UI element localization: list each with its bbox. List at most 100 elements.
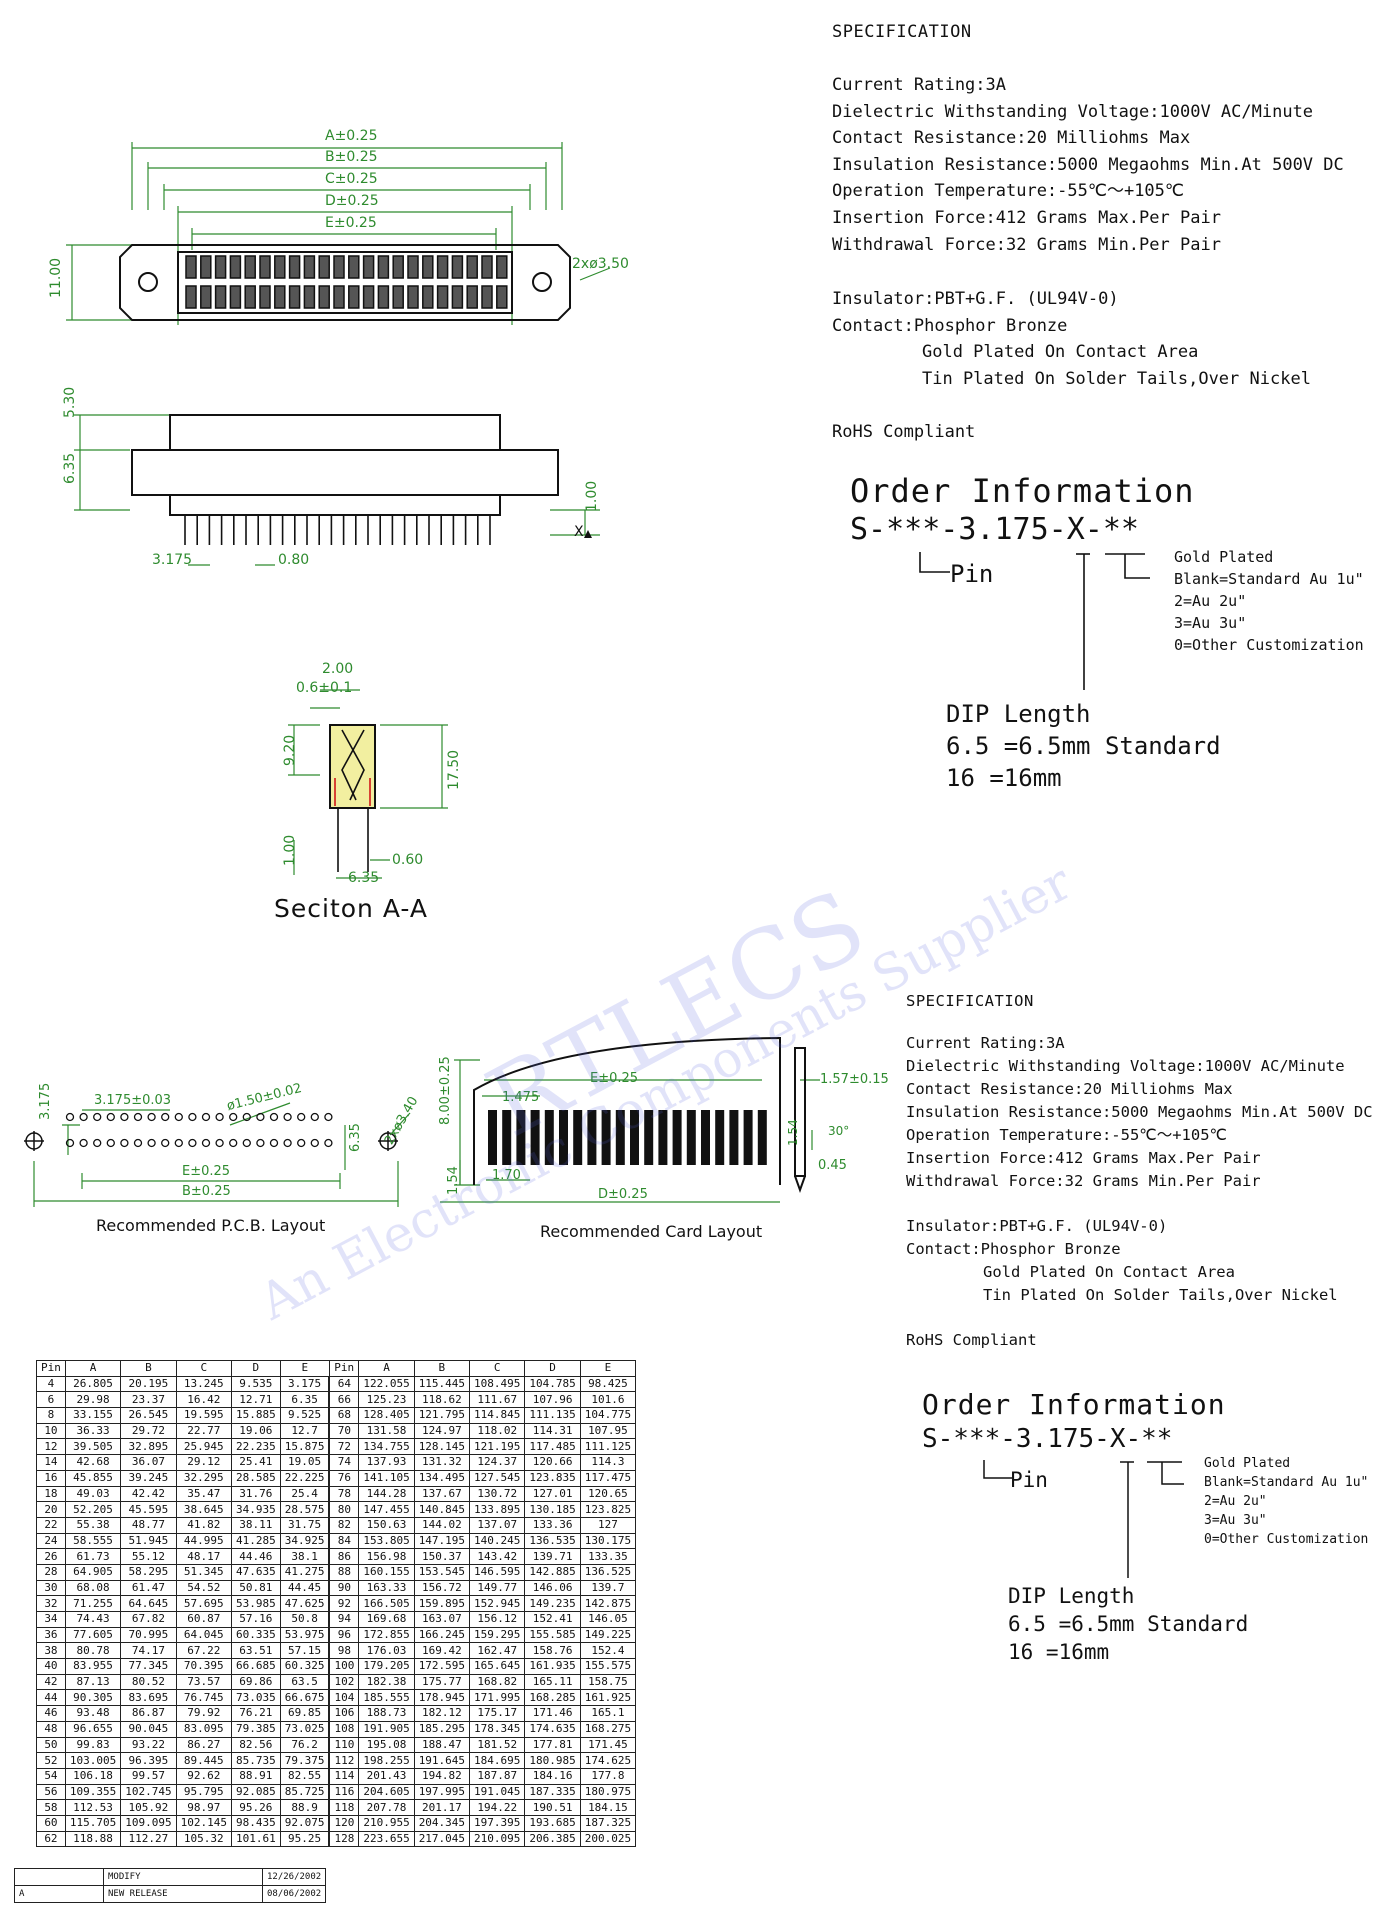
gold-option: Blank=Standard Au 1u" [1174, 570, 1364, 588]
table-cell: 50.8 [279, 1611, 330, 1628]
spec-line: Operation Temperature:-55℃～+105℃ [906, 1126, 1227, 1144]
card-pad [686, 1110, 696, 1165]
sec-h1-label: 9.20 [282, 734, 298, 766]
table-cell: 55.38 [64, 1516, 122, 1534]
table-cell: 210.095 [469, 1830, 526, 1848]
rev-cell: A [14, 1885, 104, 1903]
table-cell: 104 [328, 1689, 360, 1707]
table-cell: 60.335 [230, 1626, 281, 1644]
section-aa-drawing [288, 689, 448, 879]
order-leader-lines [919, 552, 1150, 690]
order-pin-label: Pin [1010, 1468, 1048, 1492]
table-cell: 6 [36, 1391, 66, 1409]
pcb-hole [133, 1138, 143, 1148]
plating-text: Gold Plated On Contact Area [922, 342, 1199, 363]
table-cell: 125.23 [358, 1391, 415, 1409]
table-cell: 19.06 [230, 1422, 281, 1440]
table-cell: 182.12 [413, 1705, 471, 1722]
pitch-label: 3.175 [152, 552, 193, 568]
spec-line: Withdrawal Force:32 Grams Min.Per Pair [832, 234, 1221, 255]
table-cell: 57.15 [279, 1642, 330, 1660]
spec-line: Insertion Force:412 Grams Max.Per Pair [832, 207, 1221, 228]
contact-slot [496, 255, 508, 279]
table-cell: 20 [36, 1501, 66, 1518]
pcb-hole [120, 1112, 129, 1122]
table-cell: 114.31 [524, 1422, 581, 1440]
table-cell: 88.91 [230, 1767, 281, 1785]
table-cell: 85.735 [230, 1752, 281, 1769]
table-cell: 73.035 [230, 1689, 281, 1707]
rev-date-cell: 12/26/2002 [261, 1868, 327, 1886]
table-header-cell: D [524, 1360, 581, 1377]
table-cell: 48 [36, 1720, 66, 1738]
pcb-hole [188, 1112, 197, 1122]
table-cell: 95.26 [230, 1799, 281, 1816]
gold-option: 3=Au 3u" [1204, 1513, 1267, 1528]
table-cell: 193.685 [524, 1814, 581, 1832]
table-cell: 61.73 [64, 1548, 122, 1565]
table-cell: 98.435 [230, 1814, 281, 1832]
table-cell: 171.45 [579, 1736, 637, 1754]
spec-title: SPECIFICATION [832, 22, 972, 42]
spec-line: Insulation Resistance:5000 Megaohms Min.… [906, 1103, 1373, 1121]
contact-slot [229, 285, 242, 309]
table-cell: 76.21 [230, 1705, 281, 1722]
table-cell: 70 [328, 1422, 360, 1440]
table-cell: 86.87 [120, 1705, 177, 1722]
table-cell: 67.82 [120, 1611, 177, 1628]
table-cell: 149.235 [524, 1595, 581, 1612]
contact-slot [451, 255, 464, 279]
table-cell: 64 [328, 1375, 360, 1393]
pcb-hole [174, 1112, 183, 1122]
spec-line: Contact Resistance:20 Milliohms Max [906, 1080, 1233, 1098]
table-cell: 197.395 [469, 1814, 526, 1832]
table-cell: 102.145 [175, 1814, 232, 1832]
pcb-hole [242, 1138, 251, 1148]
table-cell: 82.55 [279, 1767, 330, 1785]
card-pad [559, 1110, 568, 1165]
table-cell: 100 [328, 1658, 360, 1675]
table-cell: 147.455 [358, 1501, 415, 1518]
table-cell: 31.75 [279, 1516, 330, 1534]
table-header-cell: E [279, 1360, 330, 1377]
table-cell: 177.81 [524, 1736, 581, 1754]
contact-slot [333, 255, 345, 279]
contact-text: Contact:Phosphor Bronze [832, 315, 1068, 336]
table-cell: 94 [328, 1611, 360, 1628]
table-cell: 74 [328, 1454, 360, 1471]
table-cell: 190.51 [524, 1799, 581, 1816]
table-cell: 116 [328, 1783, 360, 1801]
table-cell: 76.2 [279, 1736, 330, 1754]
contact-slot [348, 255, 360, 279]
pcb-hole [256, 1138, 265, 1148]
table-cell: 109.355 [64, 1783, 122, 1801]
card-angle-label: 30° [828, 1124, 850, 1138]
table-cell: 14 [36, 1454, 66, 1471]
table-cell: 114.845 [469, 1407, 526, 1424]
table-cell: 140.245 [469, 1532, 526, 1550]
table-cell: 32.295 [175, 1469, 232, 1487]
dip-option: 16 =16mm [1008, 1640, 1110, 1664]
table-cell: 33.155 [64, 1407, 122, 1424]
table-cell: 60.325 [279, 1658, 330, 1675]
table-cell: 143.42 [469, 1548, 526, 1565]
pcb-hole [310, 1138, 319, 1148]
contact-slot [481, 285, 493, 309]
contact-slot [318, 285, 330, 309]
pcb-dim-e-label: E±0.25 [182, 1164, 231, 1179]
table-cell: 82.56 [230, 1736, 281, 1754]
table-cell: 90 [328, 1579, 360, 1597]
table-cell: 25.41 [230, 1454, 281, 1471]
contact-slot [407, 255, 419, 279]
table-cell: 182.38 [358, 1673, 415, 1691]
table-cell: 92 [328, 1595, 360, 1612]
table-cell: 109.095 [120, 1814, 177, 1832]
contact-slot [303, 255, 316, 279]
pcb-hole [297, 1112, 306, 1122]
table-cell: 92.085 [230, 1783, 281, 1801]
table-cell: 63.5 [279, 1673, 330, 1691]
